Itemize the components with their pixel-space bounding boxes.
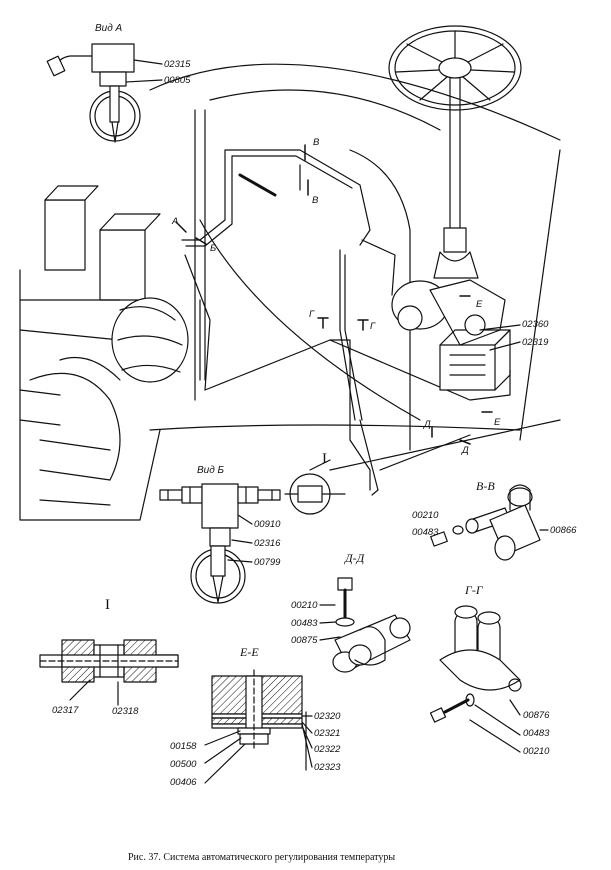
part-02323: 02323 — [314, 762, 341, 773]
part-00500: 00500 — [170, 759, 197, 770]
detail-i-title-bottom: I — [105, 597, 110, 613]
marker-e2: Е — [494, 417, 501, 428]
thermostat-assembly — [391, 279, 521, 391]
marker-v2: В — [312, 195, 319, 206]
section-vv-clamp — [430, 484, 549, 561]
marker-v1: В — [313, 137, 320, 148]
part-00875: 00875 — [291, 635, 318, 646]
pipe-lines — [181, 149, 511, 496]
detail-i-callout — [284, 459, 346, 515]
marker-a: А — [172, 216, 179, 227]
detail-i-title-top: I — [322, 451, 327, 467]
part-02321: 02321 — [314, 728, 341, 739]
section-vv-title: В-В — [476, 479, 495, 493]
engine-body — [19, 63, 561, 521]
part-02320: 02320 — [314, 711, 341, 722]
vid-b-tee-view — [159, 483, 281, 604]
fan-wheel — [388, 25, 522, 279]
vid-a-title: Вид А — [95, 23, 123, 34]
section-dd-clamp — [319, 577, 411, 673]
part-00866: 00866 — [550, 525, 577, 536]
part-02360: 02360 — [522, 319, 549, 330]
figure-caption: Рис. 37. Система автоматического регулир… — [128, 852, 396, 863]
part-00210-vv: 00210 — [412, 510, 439, 521]
part-00406: 00406 — [170, 777, 197, 788]
marker-g1: Г — [309, 309, 315, 320]
part-00483-vv: 00483 — [412, 527, 439, 538]
part-00158: 00158 — [170, 741, 197, 752]
part-02316: 02316 — [254, 538, 281, 549]
part-00799: 00799 — [254, 557, 281, 568]
detail-i-section — [39, 639, 179, 706]
part-00210-gg: 00210 — [523, 746, 550, 757]
section-gg-clamp — [429, 605, 522, 753]
part-00210-dd: 00210 — [291, 600, 318, 611]
part-00805: 00805 — [164, 75, 191, 86]
part-02322: 02322 — [314, 744, 341, 755]
marker-e1: Е — [476, 299, 483, 310]
part-02315: 02315 — [164, 59, 191, 70]
marker-d1: Д — [424, 419, 431, 430]
part-00910: 00910 — [254, 519, 281, 530]
section-marker-lines — [175, 144, 493, 445]
vid-a-sensor-view — [46, 43, 163, 143]
marker-b: Б — [210, 243, 217, 254]
part-00483-gg: 00483 — [523, 728, 550, 739]
marker-d2: Д — [462, 445, 469, 456]
vid-b-title: Вид Б — [197, 465, 225, 476]
section-gg-title: Г-Г — [465, 583, 483, 597]
marker-g2: Г — [370, 321, 376, 332]
part-00483-dd: 00483 — [291, 618, 318, 629]
part-02319: 02319 — [522, 337, 549, 348]
part-02317: 02317 — [52, 705, 79, 716]
part-02318: 02318 — [112, 706, 139, 717]
part-00876: 00876 — [523, 710, 550, 721]
section-ee-title: Е-Е — [240, 645, 259, 659]
section-dd-title: Д-Д — [345, 551, 365, 565]
section-ee-bolt — [204, 669, 313, 784]
